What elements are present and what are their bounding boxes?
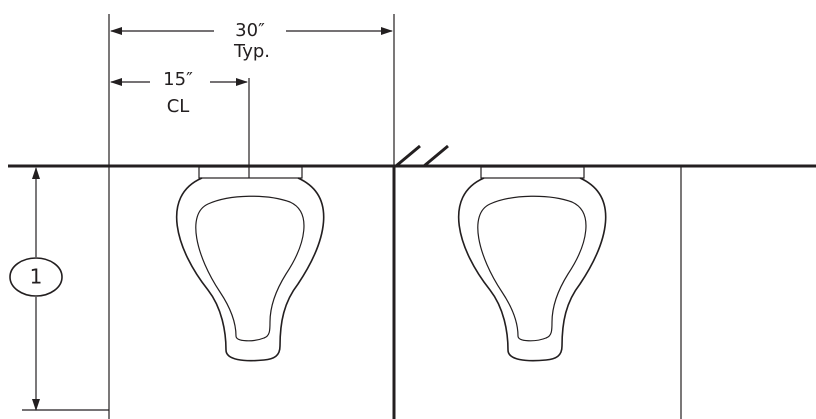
urinal-right xyxy=(457,166,607,362)
urinal-inner-bowl xyxy=(195,195,305,342)
urinal-inner-bowl xyxy=(477,195,587,342)
spacing-dimension-note: Typ. xyxy=(233,41,270,62)
callout-label: 1 xyxy=(30,265,43,289)
centerline-dimension: 15″ CL xyxy=(110,69,248,117)
wall-break-symbol xyxy=(395,144,449,168)
callout-bubble xyxy=(9,257,63,297)
urinal-mounting-plate xyxy=(198,166,303,179)
centerline-dimension-note: CL xyxy=(167,96,190,117)
urinal-left xyxy=(175,166,325,362)
centerline-dimension-value: 15″ xyxy=(163,69,193,90)
spacing-dimension-value: 30″ xyxy=(235,20,265,41)
spacing-dimension: 30″ Typ. xyxy=(110,20,393,62)
height-dimension: 1 xyxy=(9,167,109,411)
urinal-outer-bowl xyxy=(175,177,325,362)
urinal-outer-bowl xyxy=(457,177,607,362)
urinal-mounting-plate xyxy=(480,166,585,179)
